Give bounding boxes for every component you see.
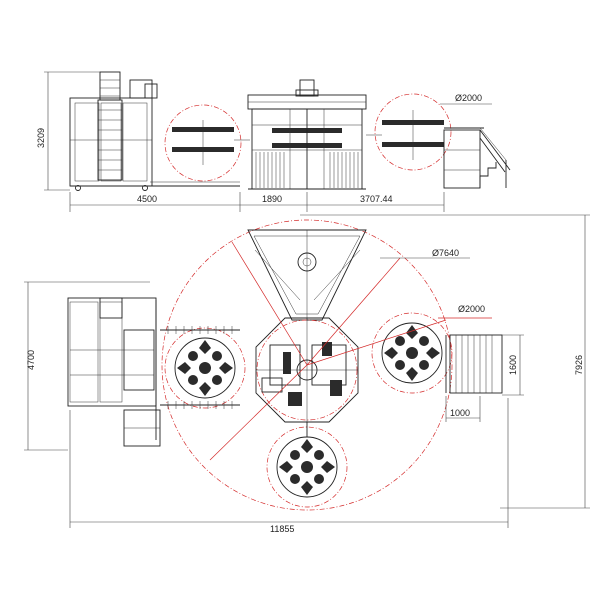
centerlines — [209, 241, 492, 461]
left-machine-elevation — [69, 71, 240, 191]
dim-right-length: 3707.44 — [360, 194, 393, 204]
left-cutter-plan — [160, 326, 246, 409]
center-machine-plan — [255, 317, 359, 423]
dim-base-length: 4500 — [137, 194, 157, 204]
stairs-elevation — [443, 127, 511, 189]
conveyor-triangle — [247, 229, 367, 321]
dim-top-diameter: Ø2000 — [455, 93, 482, 103]
dim-ring-diameter: Ø7640 — [432, 248, 459, 258]
dim-total-width: 11855 — [270, 524, 294, 534]
dim-side-height: 3209 — [36, 128, 46, 148]
bottom-cutter-plan — [266, 422, 348, 508]
dim-station-width: 1000 — [450, 408, 470, 418]
dim-center-width: 1890 — [262, 194, 282, 204]
dim-plan-height: 4700 — [26, 350, 36, 370]
dim-station-height: 1600 — [508, 355, 518, 375]
right-station-plan — [445, 334, 503, 394]
right-cutter-elevation — [366, 93, 452, 171]
center-machine-elevation — [247, 79, 367, 190]
dim-total-height: 7926 — [574, 355, 584, 375]
left-feeder-plan — [67, 297, 161, 447]
elevation-view: 3209 4500 1890 3707.44 Ø2000 — [36, 71, 511, 212]
left-cutter-elevation — [164, 104, 250, 182]
outer-ring — [161, 219, 453, 511]
plan-dimensions — [24, 214, 590, 528]
right-cutter-plan — [371, 312, 453, 394]
dim-right-diameter: Ø2000 — [458, 304, 485, 314]
plan-view: 4700 11855 7926 1600 1000 Ø7640 Ø2000 — [24, 214, 590, 534]
elevation-dimensions — [44, 71, 445, 212]
